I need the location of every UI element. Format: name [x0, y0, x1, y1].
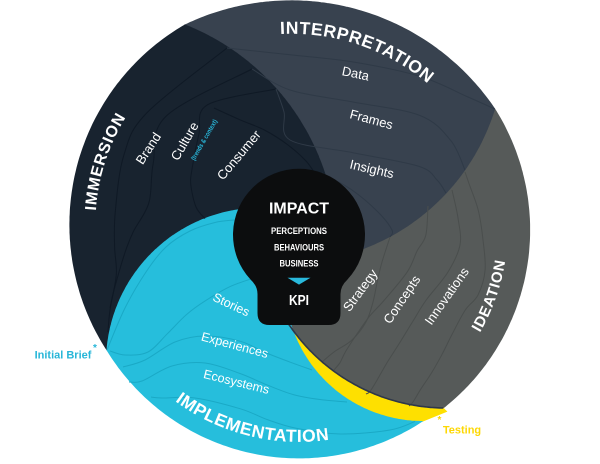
- svg-text:IMPACT: IMPACT: [269, 201, 330, 218]
- svg-text:BEHAVIOURS: BEHAVIOURS: [274, 241, 324, 252]
- svg-text:Testing: Testing: [443, 425, 481, 437]
- svg-text:BUSINESS: BUSINESS: [280, 257, 319, 268]
- svg-text:*: *: [438, 415, 442, 426]
- svg-text:Data: Data: [341, 63, 372, 84]
- svg-text:PERCEPTIONS: PERCEPTIONS: [271, 225, 327, 236]
- svg-text:*: *: [93, 343, 97, 354]
- svg-text:KPI: KPI: [289, 292, 309, 309]
- svg-text:Initial Brief: Initial Brief: [35, 350, 92, 362]
